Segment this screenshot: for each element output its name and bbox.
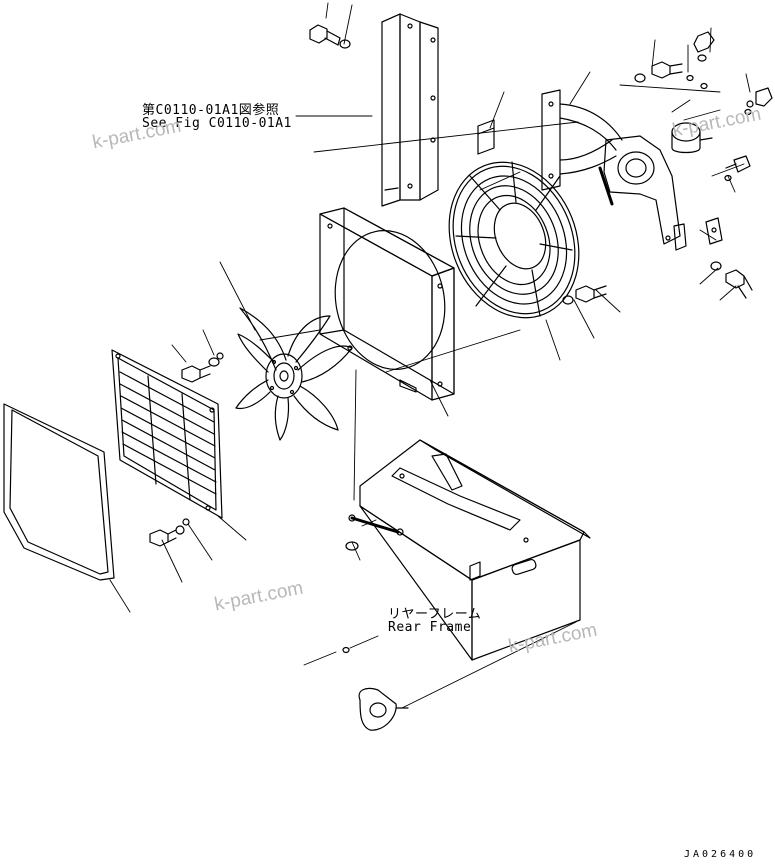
rear-frame-label-en: Rear Frame <box>388 620 472 635</box>
fan-shroud <box>319 207 455 401</box>
clamp-plate <box>705 217 723 245</box>
radiator-grille <box>111 349 223 519</box>
guard-bracket <box>541 89 687 251</box>
fitting-elbow <box>725 155 751 173</box>
fan-guard <box>448 161 580 319</box>
top-washer <box>339 39 351 49</box>
temperature-sensor <box>671 122 713 154</box>
rear-frame <box>359 439 591 661</box>
seal-ring-2 <box>700 82 708 90</box>
bolt-right-lower <box>710 261 753 299</box>
fitting-top <box>693 31 715 62</box>
vertical-duct-cover <box>381 13 439 207</box>
latch-hook <box>358 687 409 731</box>
guard-bolt <box>562 285 607 305</box>
washer-low <box>345 541 359 551</box>
pin-low <box>342 646 350 654</box>
seal-ring-3 <box>744 108 752 116</box>
bolt-top-right <box>651 61 683 79</box>
fan-bolt <box>181 352 224 383</box>
reference-label-en: See Fig C0110-01A1 <box>142 116 292 131</box>
top-bolt <box>309 24 341 46</box>
grille-bolt <box>149 518 190 547</box>
fitting-right <box>746 87 773 108</box>
seal-gasket <box>3 403 115 581</box>
washer-small-1 <box>634 73 646 83</box>
seal-ring-4 <box>724 174 732 182</box>
cooling-fan <box>235 307 353 441</box>
drawing-code: JA026400 <box>684 849 757 860</box>
reference-label-jp: 第C0110-01A1図参照 <box>142 103 280 118</box>
seal-ring-1 <box>686 74 694 82</box>
small-bracket <box>477 119 495 155</box>
rear-frame-label-jp: リヤーフレーム <box>388 607 482 622</box>
rod-link <box>348 514 404 536</box>
